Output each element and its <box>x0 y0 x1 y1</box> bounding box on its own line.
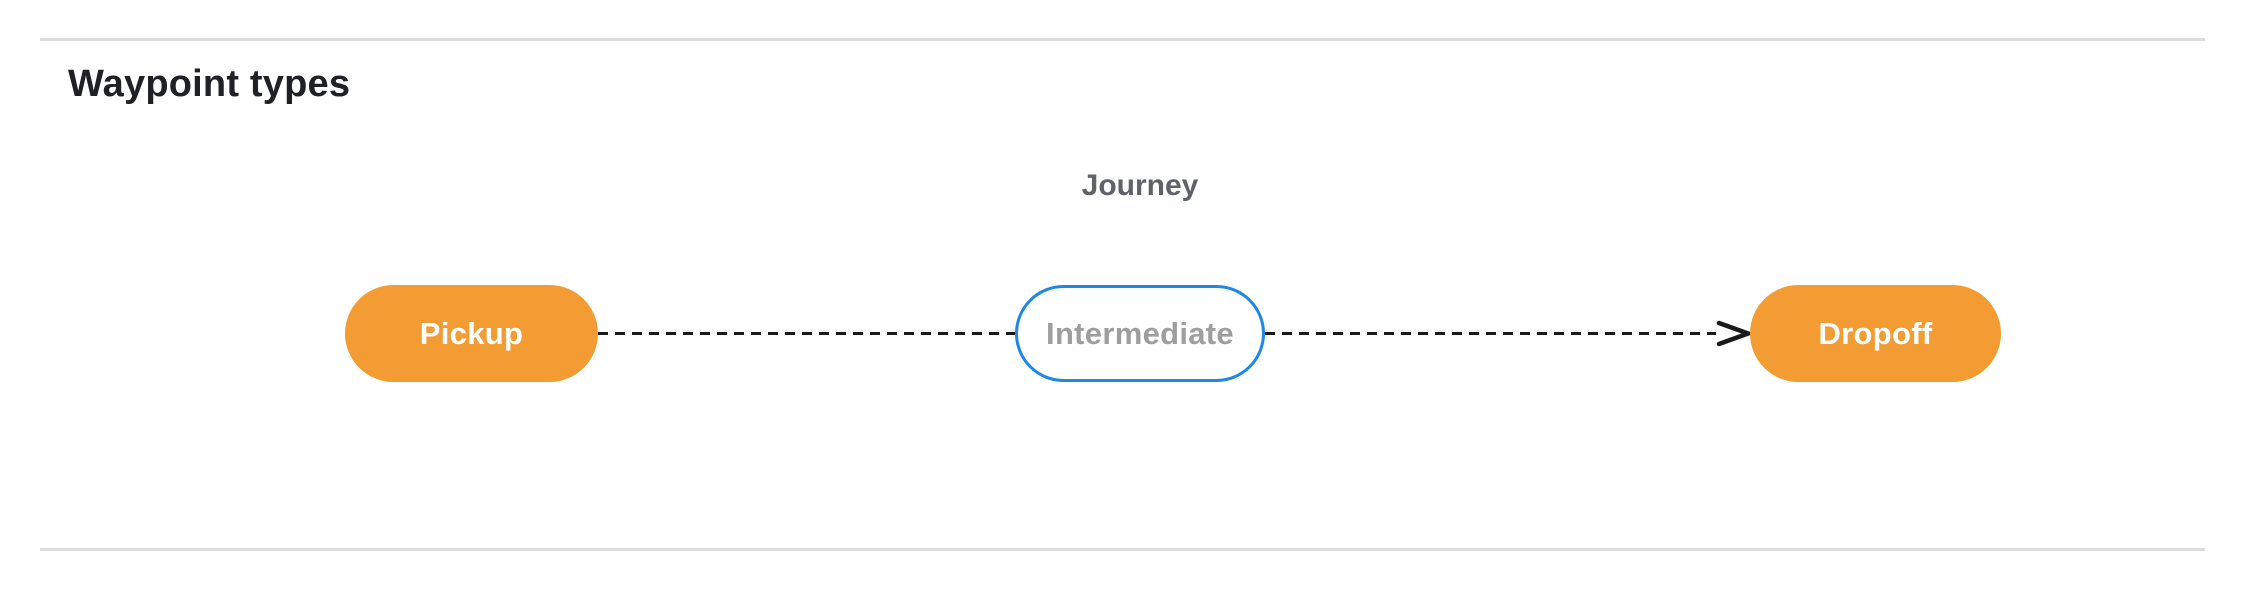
arrowhead-icon <box>1712 318 1752 349</box>
bottom-divider <box>40 548 2205 551</box>
dashed-connector-intermediate-to-dropoff <box>1265 332 1716 335</box>
dashed-connector-pickup-to-intermediate <box>598 332 1015 335</box>
node-intermediate: Intermediate <box>1015 285 1265 382</box>
node-pickup: Pickup <box>345 285 598 382</box>
node-intermediate-label: Intermediate <box>1046 315 1234 351</box>
node-pickup-label: Pickup <box>419 315 524 351</box>
node-dropoff: Dropoff <box>1750 285 2001 382</box>
section-title: Waypoint types <box>68 63 351 105</box>
top-divider <box>40 38 2205 41</box>
node-dropoff-label: Dropoff <box>1818 315 1933 351</box>
journey-label: Journey <box>1081 169 1199 202</box>
